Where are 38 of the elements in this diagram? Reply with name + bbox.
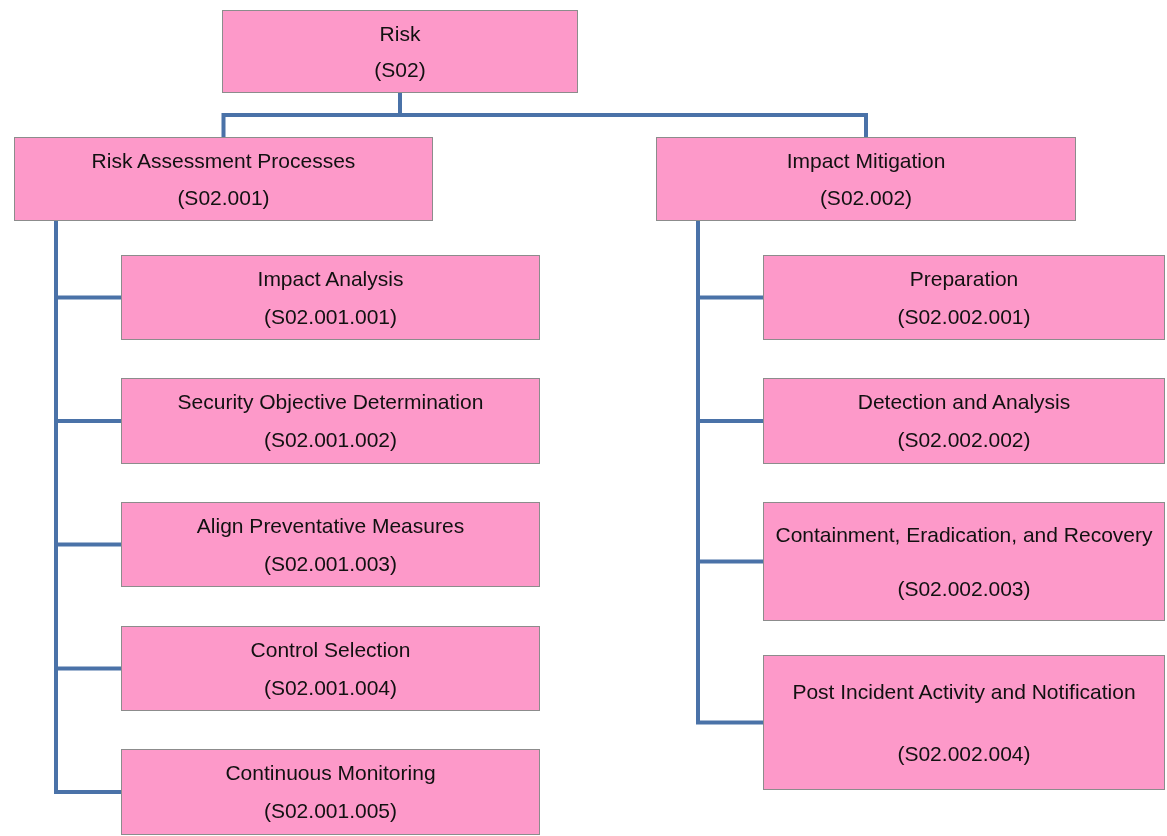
category-box	[121, 255, 540, 340]
category-code: (S02.001.002)	[263, 427, 398, 453]
category-box	[763, 502, 1165, 621]
category-box	[222, 10, 578, 93]
category-title: Control Selection	[250, 637, 411, 663]
category-code: (S02.002.004)	[897, 741, 1031, 767]
category-code: (S02.002.002)	[897, 427, 1031, 453]
category-title: Detection and Analysis	[857, 389, 1071, 415]
category-code: (S02.001)	[177, 184, 270, 211]
category-box	[121, 502, 540, 587]
category-box	[763, 655, 1165, 790]
category-title: Preparation	[909, 266, 1019, 292]
category-code: (S02.001.004)	[263, 674, 398, 700]
category-code: (S02.002.001)	[897, 303, 1031, 329]
category-title: Post Incident Activity and Notification	[792, 678, 1136, 704]
category-title: Continuous Monitoring	[225, 760, 436, 786]
category-code: (S02.002)	[819, 184, 913, 211]
category-title: Risk	[379, 20, 421, 46]
category-code: (S02)	[374, 57, 426, 83]
category-code: (S02.001.003)	[263, 550, 398, 576]
connector-line	[398, 93, 868, 137]
category-box	[121, 749, 540, 835]
category-box	[121, 626, 540, 711]
category-title: Containment, Eradication, and Recovery	[775, 521, 1153, 547]
category-code: (S02.002.003)	[897, 576, 1031, 602]
category-title: Impact Mitigation	[786, 147, 946, 174]
category-box	[763, 378, 1165, 464]
category-title: Security Objective Determination	[177, 389, 484, 415]
category-code: (S02.001.005)	[263, 798, 398, 824]
category-box	[14, 137, 433, 221]
category-title: Align Preventative Measures	[196, 513, 465, 539]
category-title: Risk Assessment Processes	[91, 147, 356, 174]
connector-line	[696, 221, 763, 725]
category-code: (S02.001.001)	[263, 303, 398, 329]
category-box	[763, 255, 1165, 340]
category-box	[121, 378, 540, 464]
category-title: Impact Analysis	[257, 266, 404, 292]
category-box	[656, 137, 1076, 221]
